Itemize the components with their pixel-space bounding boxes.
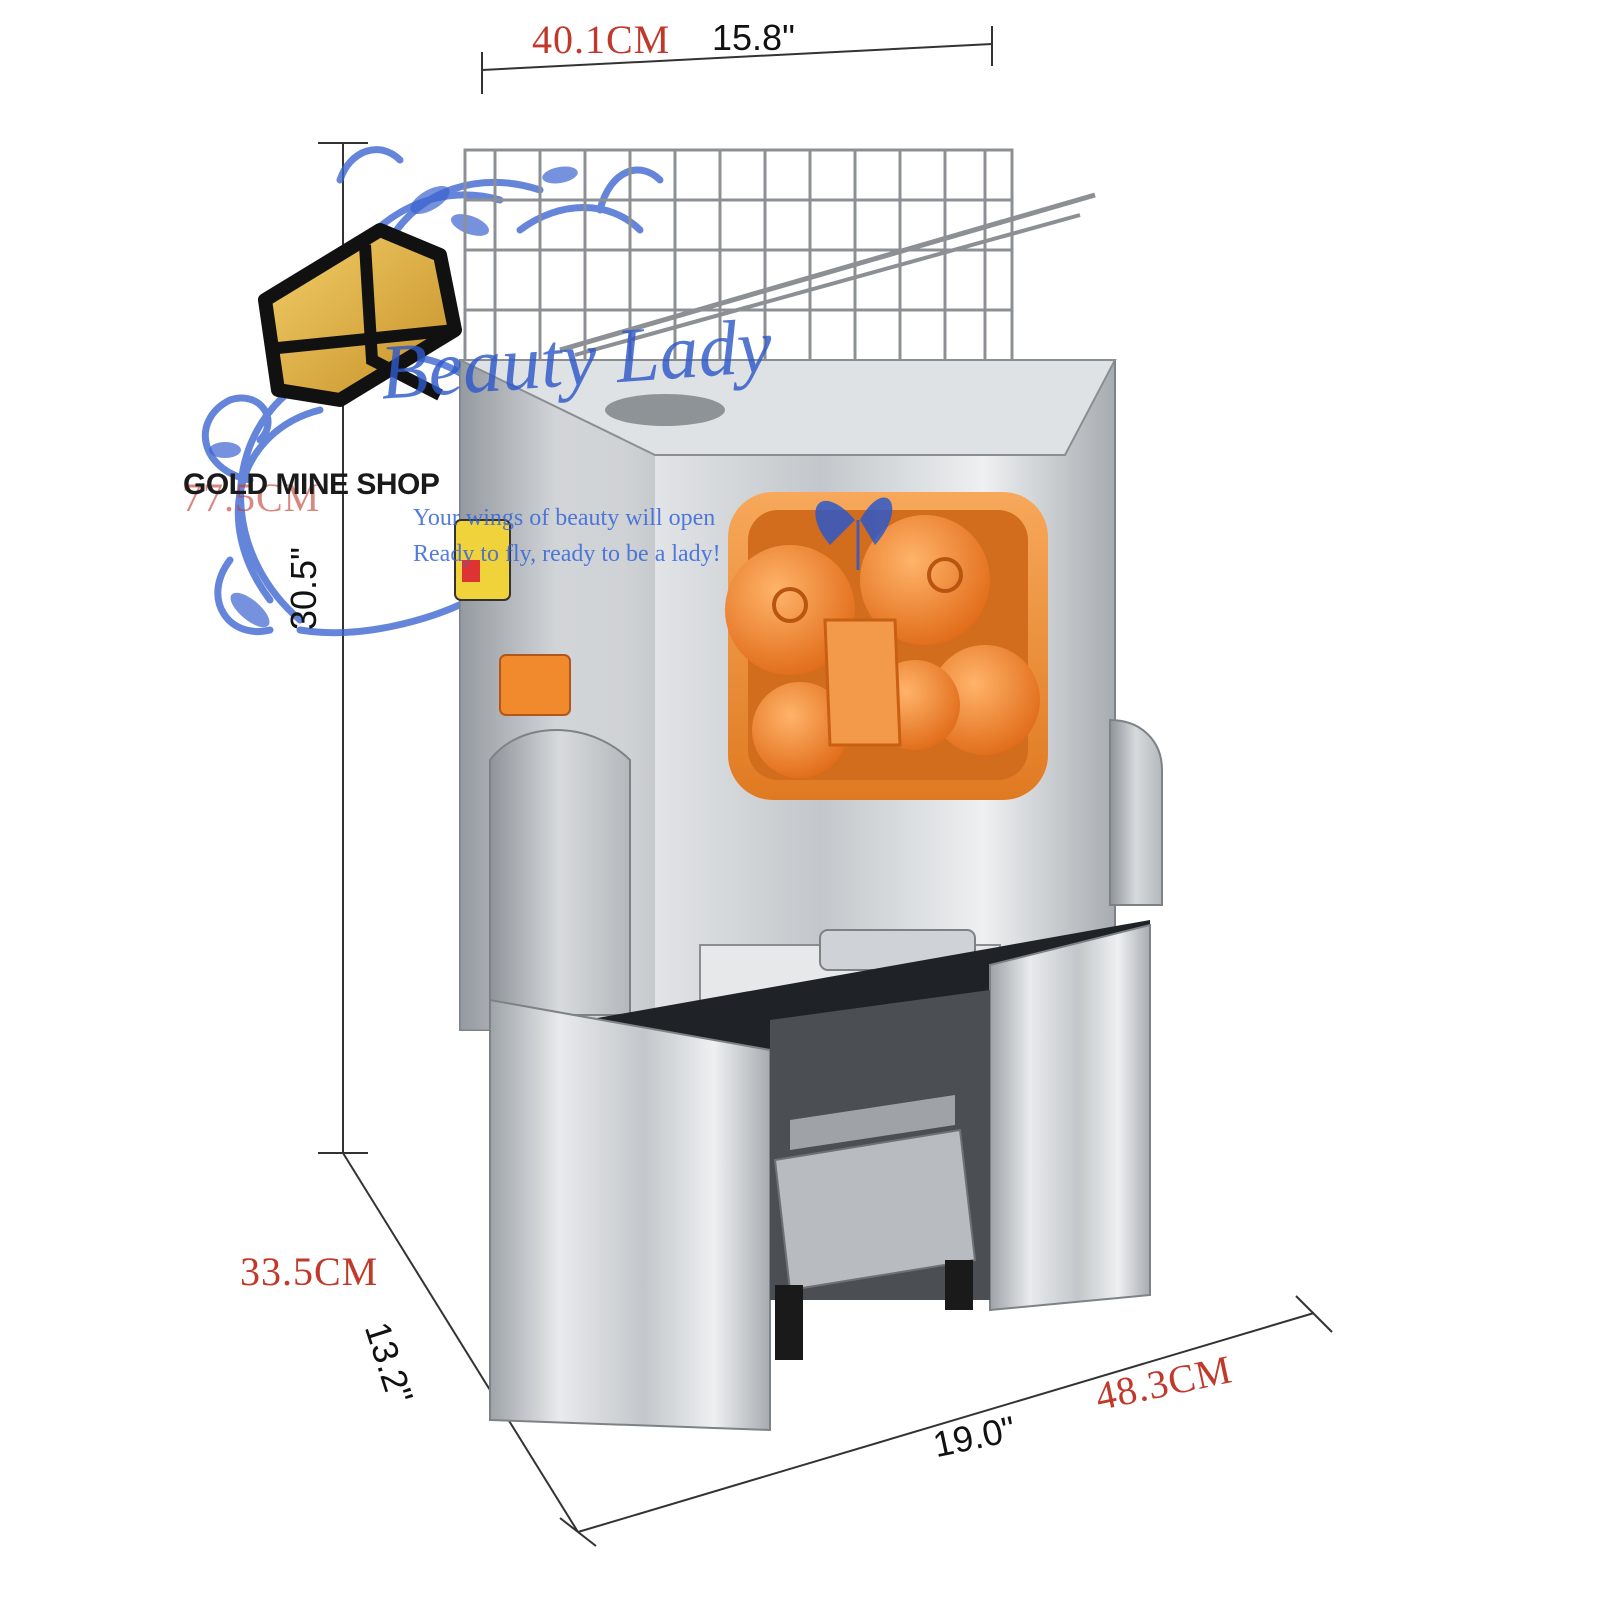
depth-cm-label: 33.5CM xyxy=(240,1249,379,1294)
height-inch-label: 30.5" xyxy=(283,547,324,630)
height-cm-label: 77.5CM xyxy=(182,475,321,520)
juicer-window xyxy=(725,492,1048,800)
width-inch-label: 15.8" xyxy=(712,17,795,58)
depth-dimension-line xyxy=(342,1152,579,1533)
side-chutes xyxy=(489,718,1163,1016)
machine-base xyxy=(489,920,1151,1432)
gold-mine-logo xyxy=(258,223,462,407)
length-dimension-line xyxy=(577,1312,1315,1533)
width-cm-label: 40.1CM xyxy=(532,17,671,62)
shop-name-watermark: GOLD MINE SHOP xyxy=(183,468,440,501)
control-switches xyxy=(454,519,571,716)
width-dimension-line xyxy=(481,43,993,71)
wire-basket xyxy=(463,148,1096,367)
tagline-line-2: Ready to fly, ready to be a lady! xyxy=(413,541,721,567)
butterfly-icon xyxy=(815,497,893,570)
tagline-line-1: Your wings of beauty will open xyxy=(413,505,716,531)
